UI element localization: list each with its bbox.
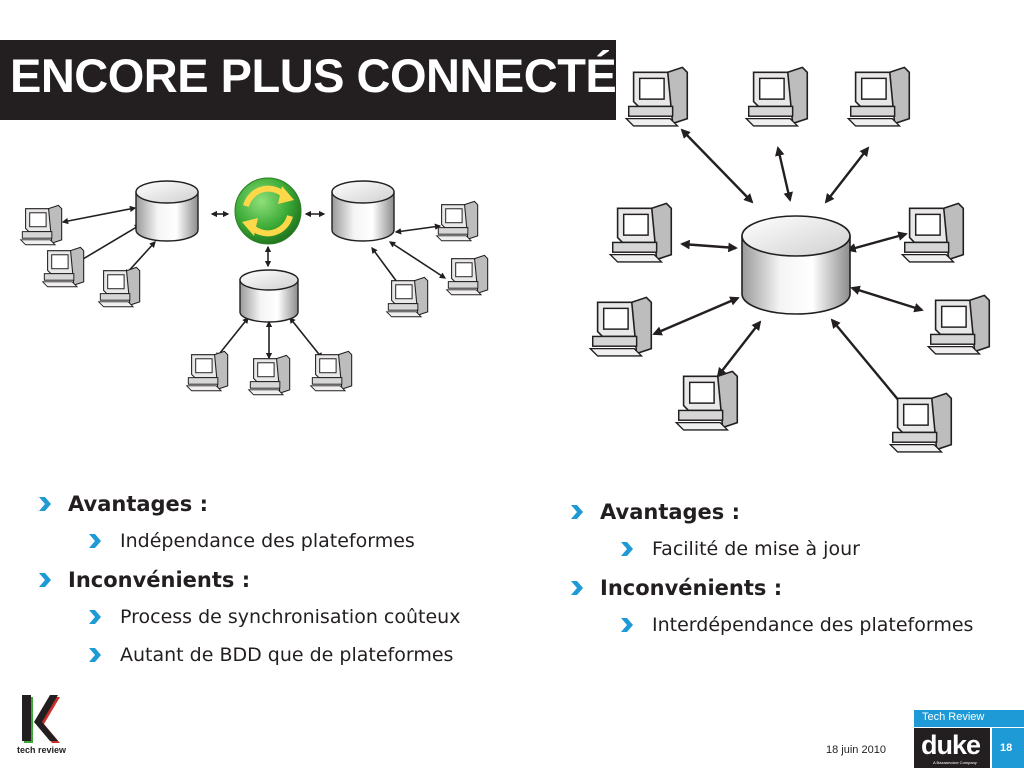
chevron-right-icon xyxy=(89,610,101,624)
page-number-box xyxy=(992,728,1024,768)
bullet-text: Autant de BDD que de plateformes xyxy=(120,644,454,666)
computer-icon xyxy=(889,392,953,453)
computer-icon xyxy=(98,266,141,308)
chevron-right-icon xyxy=(89,534,101,548)
computer-icon xyxy=(675,370,739,431)
computer-icon xyxy=(42,246,85,288)
bullet-heading: Inconvénients : xyxy=(38,566,460,604)
left-connector-arrows xyxy=(61,205,447,360)
computer-icon xyxy=(745,66,809,127)
bullet-heading: Avantages : xyxy=(570,498,973,536)
database-central xyxy=(741,215,851,315)
computer-icon xyxy=(609,202,673,263)
duke-logo-text: duke xyxy=(921,730,981,760)
right-centralized-diagram xyxy=(589,66,991,453)
database-right xyxy=(331,180,395,242)
sync-icon xyxy=(234,177,302,245)
bullet-item: Facilité de mise à jour xyxy=(570,536,973,574)
duke-tagline: A Bazaarvoice Company xyxy=(933,760,977,765)
computer-icon xyxy=(186,350,229,392)
bullet-item: Process de synchronisation coûteux xyxy=(38,604,460,642)
bullet-text: Indépendance des plateformes xyxy=(120,530,415,552)
bullet-heading: Inconvénients : xyxy=(570,574,973,612)
computer-icon xyxy=(20,204,63,246)
page-number: 18 xyxy=(1000,742,1013,754)
chevron-right-icon xyxy=(39,573,51,587)
bullet-text: Process de synchronisation coûteux xyxy=(120,606,461,628)
bullet-text: Inconvénients : xyxy=(600,576,783,600)
bullet-item: Indépendance des plateformes xyxy=(38,528,460,566)
bullet-text: Avantages : xyxy=(68,492,209,516)
tech-review-logo xyxy=(22,695,60,743)
duke-logo xyxy=(914,728,990,768)
bullet-heading: Avantages : xyxy=(38,490,460,528)
title-bar xyxy=(0,40,616,120)
computer-icon xyxy=(589,296,653,357)
tech-review-label: Tech Review xyxy=(922,711,985,723)
computer-icon xyxy=(927,294,991,355)
database-bottom xyxy=(239,269,299,323)
bullet-text: Facilité de mise à jour xyxy=(652,538,860,560)
right-connector-arrows xyxy=(652,128,924,416)
computer-icon xyxy=(901,202,965,263)
chevron-right-icon xyxy=(621,542,633,556)
bullet-item: Interdépendance des plateformes xyxy=(570,612,973,650)
chevron-right-icon xyxy=(571,505,583,519)
chevron-right-icon xyxy=(621,618,633,632)
tech-review-bar xyxy=(914,710,1024,727)
computer-icon xyxy=(446,254,489,296)
logo-caption: tech review xyxy=(17,745,67,755)
chevron-right-icon xyxy=(571,581,583,595)
database-left xyxy=(135,180,199,242)
computer-icon xyxy=(625,66,689,127)
computer-icon xyxy=(386,276,429,318)
computer-icon xyxy=(248,354,291,396)
slide-title: ENCORE PLUS CONNECTÉ xyxy=(10,49,617,102)
chevron-right-icon xyxy=(39,497,51,511)
bullet-text: Inconvénients : xyxy=(68,568,251,592)
footer-date: 18 juin 2010 xyxy=(826,744,886,756)
computer-icon xyxy=(436,200,479,242)
left-distributed-diagram xyxy=(20,177,489,396)
computer-icon xyxy=(847,66,911,127)
bullet-item: Autant de BDD que de plateformes xyxy=(38,642,460,680)
computer-icon xyxy=(310,350,353,392)
chevron-right-icon xyxy=(89,648,101,662)
bullet-text: Avantages : xyxy=(600,500,741,524)
bullet-text: Interdépendance des plateformes xyxy=(652,614,974,636)
